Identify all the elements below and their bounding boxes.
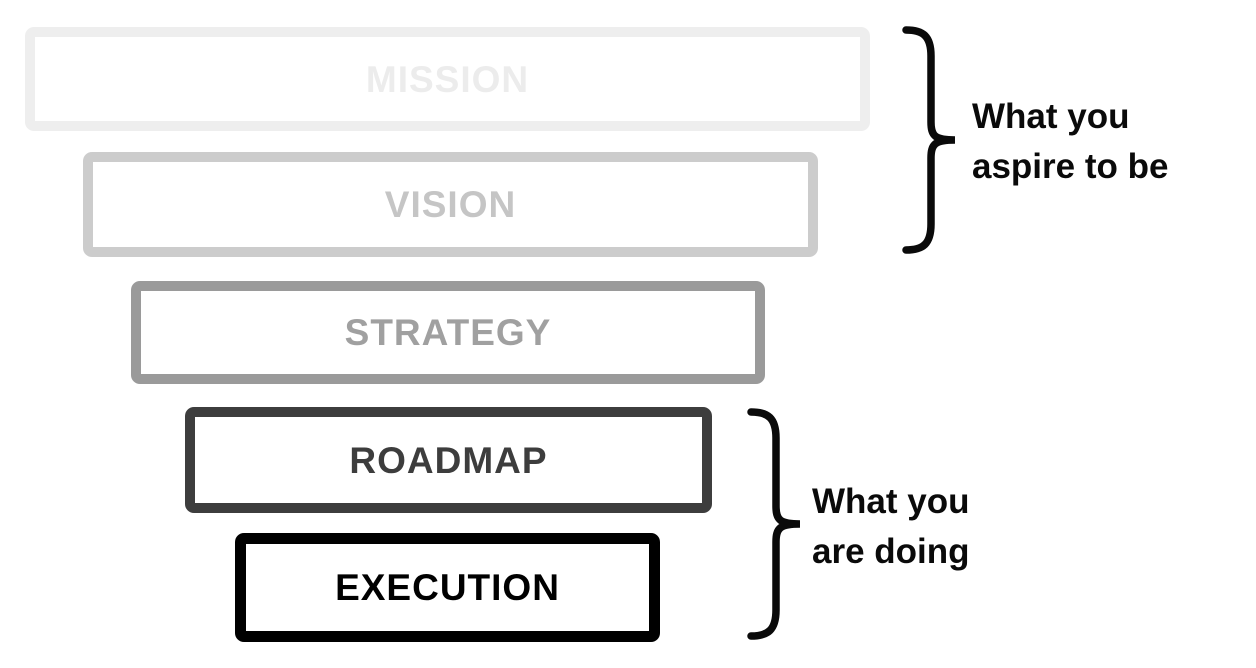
annotation-line: aspire to be: [972, 147, 1169, 186]
level-box-execution: EXECUTION: [235, 533, 660, 642]
level-box-mission: MISSION: [25, 27, 870, 131]
level-box-strategy: STRATEGY: [131, 281, 765, 384]
level-box-roadmap: ROADMAP: [185, 407, 712, 513]
level-label-execution: EXECUTION: [335, 567, 560, 608]
annotation-line: What you: [972, 97, 1130, 136]
level-box-vision: VISION: [83, 152, 818, 257]
annotation-doing: What you are doing: [812, 477, 970, 577]
curly-brace-icon: [902, 26, 956, 254]
annotation-aspire: What you aspire to be: [972, 92, 1168, 192]
level-label-mission: MISSION: [365, 58, 530, 100]
level-label-vision: VISION: [384, 184, 517, 225]
curly-brace-path: [747, 408, 801, 640]
curly-brace-path: [902, 26, 956, 254]
curly-brace-icon: [747, 408, 801, 640]
level-label-strategy: STRATEGY: [344, 312, 552, 353]
annotation-line: What you: [812, 482, 970, 521]
annotation-line: are doing: [812, 532, 970, 571]
level-label-roadmap: ROADMAP: [349, 439, 548, 481]
